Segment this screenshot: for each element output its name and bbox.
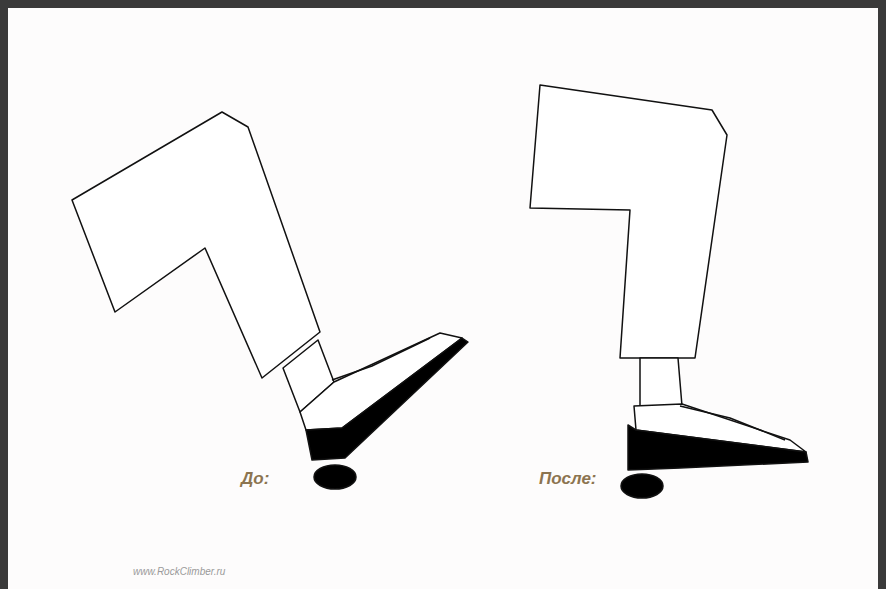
foothold: [621, 474, 663, 498]
shoe-sole: [628, 425, 808, 470]
shoe-lace: [680, 406, 785, 440]
trouser-leg: [72, 112, 320, 378]
trouser-leg: [530, 85, 727, 358]
caption-before: До:: [241, 469, 269, 489]
foothold: [314, 465, 356, 489]
caption-after: После:: [539, 469, 597, 489]
paper: [8, 8, 878, 589]
shoe-sole: [306, 338, 468, 460]
watermark: www.RockClimber.ru: [133, 566, 225, 577]
